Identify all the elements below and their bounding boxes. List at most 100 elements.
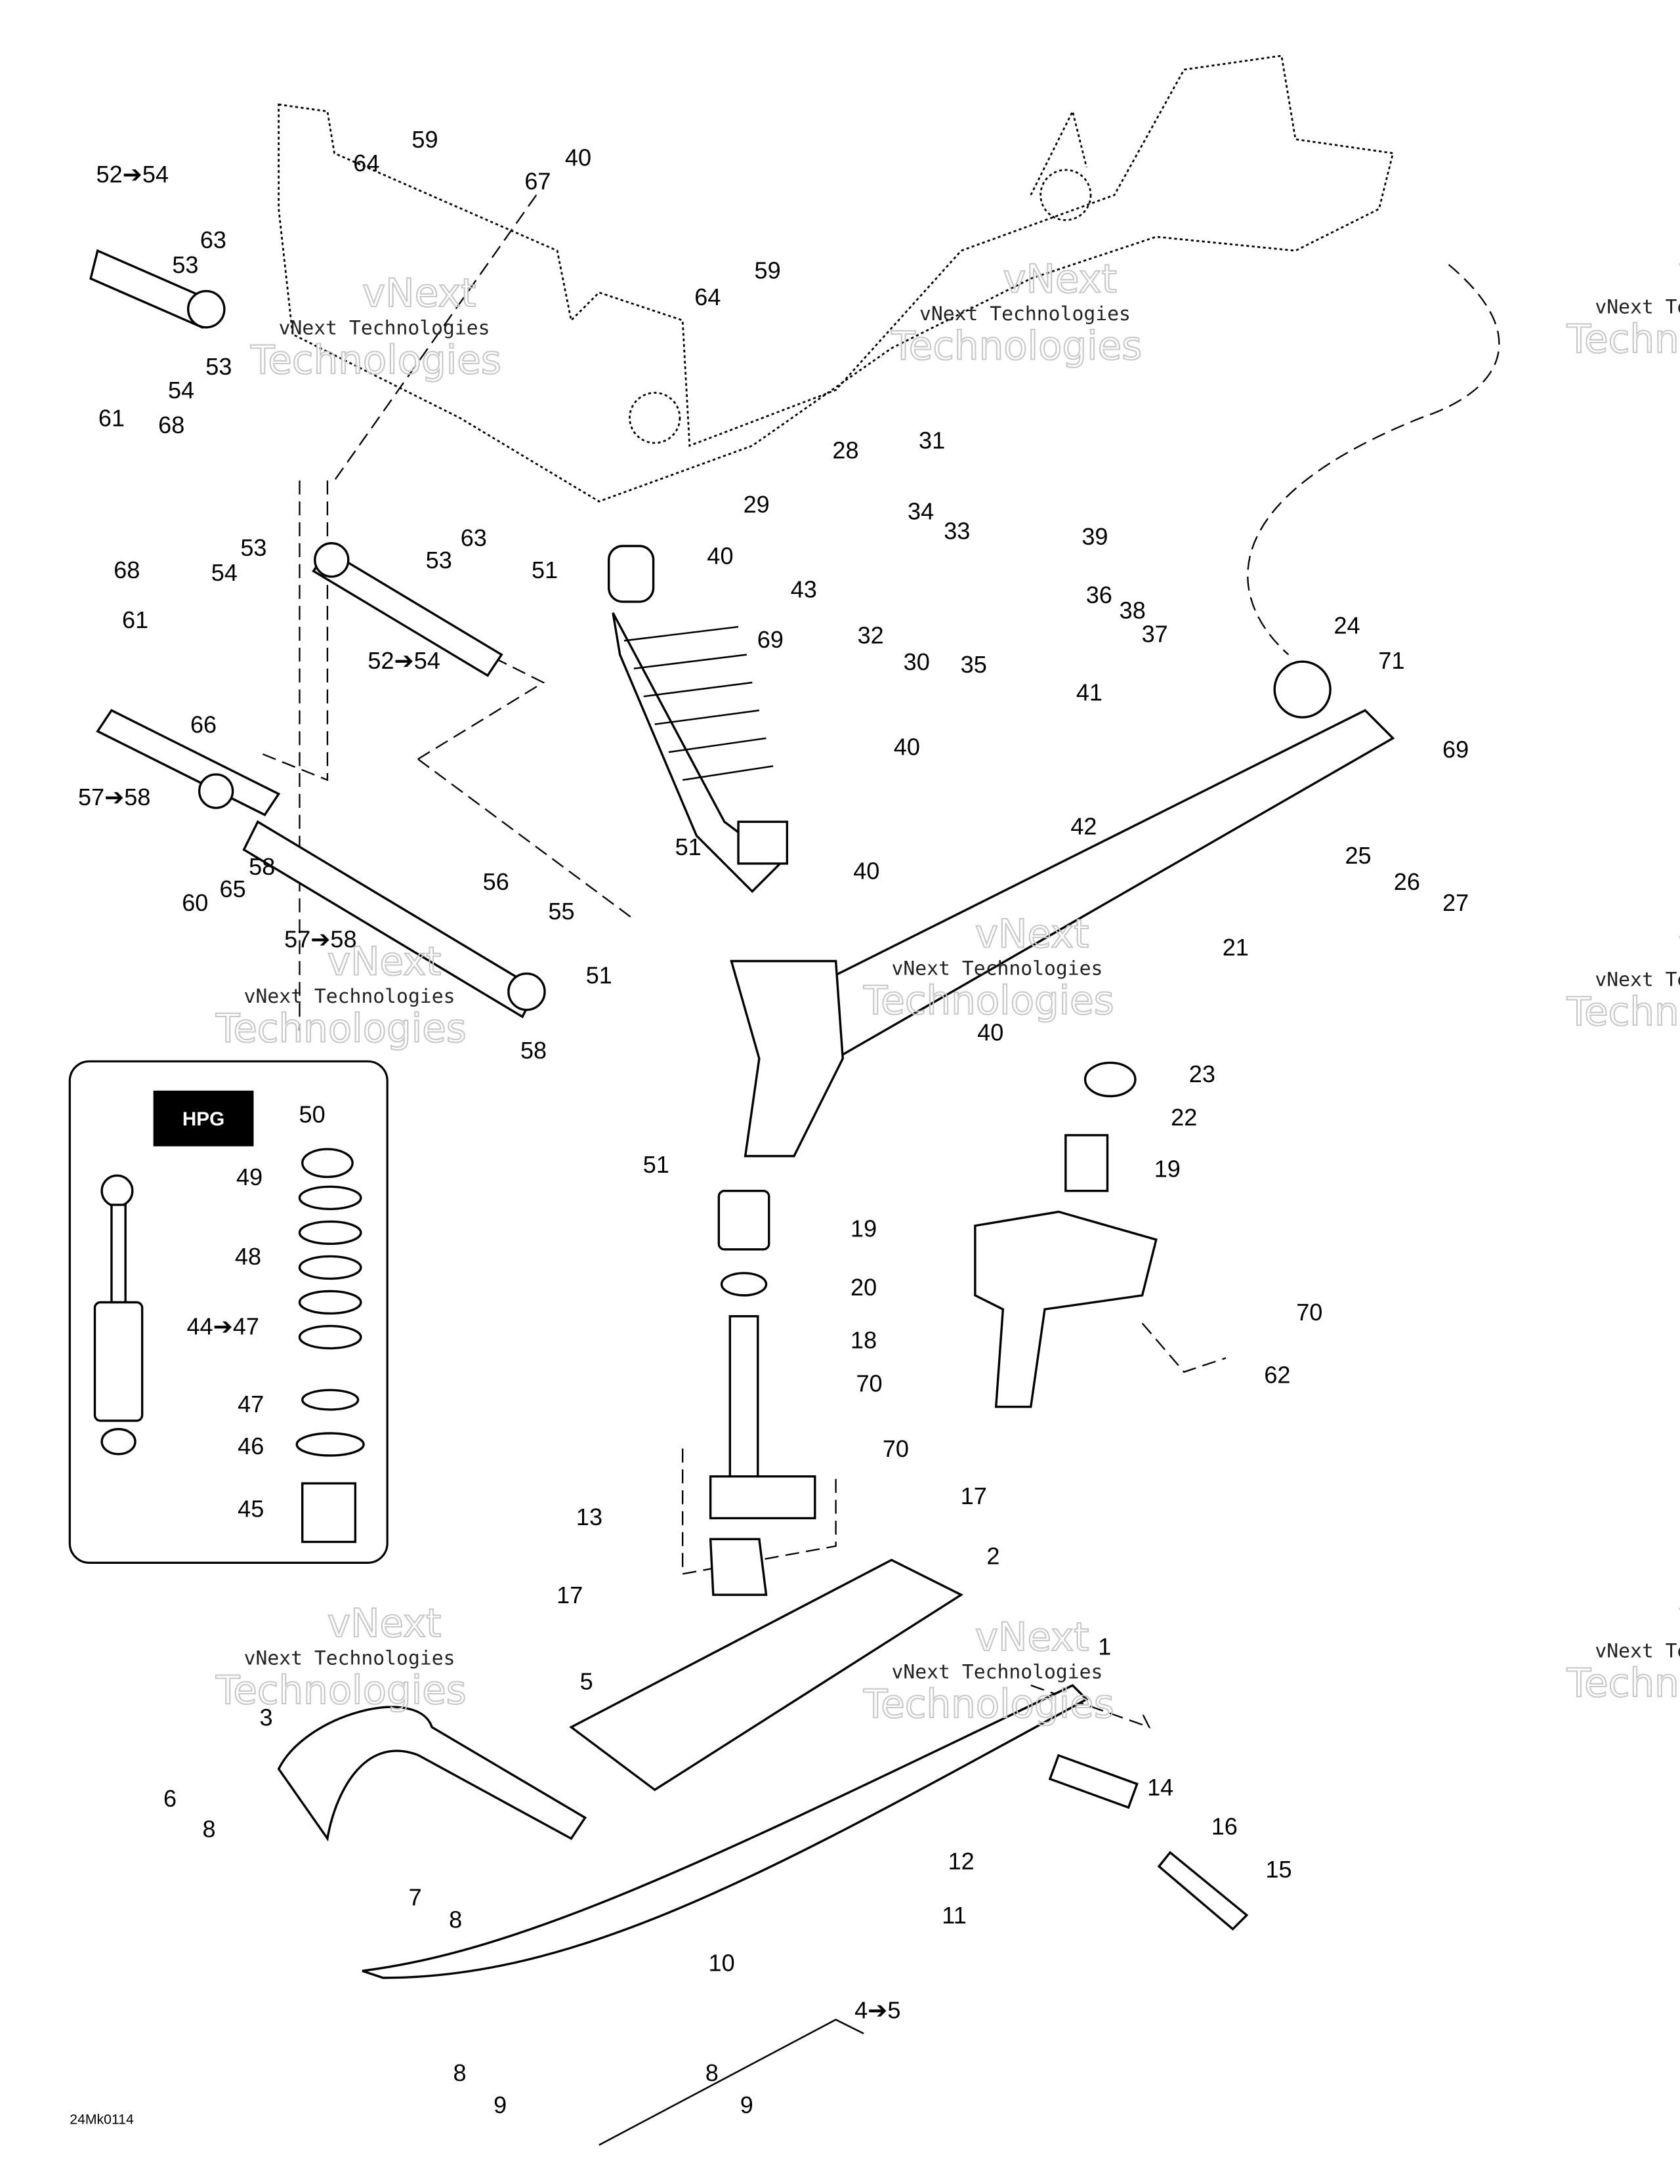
callout-label: 39 (1082, 523, 1108, 550)
callout-label: 64 (694, 284, 721, 310)
callout-label: 51 (675, 833, 702, 860)
callout-label: 54 (211, 559, 238, 586)
watermark-text: vNext Technologies (244, 1647, 455, 1670)
callout-label: 19 (1154, 1155, 1181, 1182)
spindle (709, 1189, 816, 1596)
callout-label: 15 (1266, 1856, 1292, 1883)
callout-label: 53 (426, 547, 452, 574)
callout-label: 31 (919, 427, 945, 453)
callout-label: 40 (853, 857, 879, 884)
callout-label: 50 (299, 1101, 326, 1128)
callout-label: 70 (883, 1435, 909, 1462)
callout-label: 64 (353, 150, 379, 177)
watermark-big: Technologies (1566, 317, 1680, 362)
watermark-text: vNext Technologies (892, 957, 1103, 980)
callout-label: 8 (705, 2059, 719, 2086)
callout-label: 2 (986, 1543, 999, 1570)
callout-label: 52➔54 (96, 161, 169, 188)
watermark-big: Technologies (1566, 1661, 1680, 1706)
callout-label: 10 (709, 1949, 735, 1976)
watermark-big: vNext (1679, 923, 1680, 968)
watermark-big: vNext (1003, 257, 1117, 303)
callout-label: 24 (1334, 612, 1360, 639)
callout-label: 61 (122, 606, 148, 633)
callout-label: 51 (532, 556, 558, 583)
watermark-big: Technologies (891, 324, 1143, 369)
callout-label: 12 (948, 1847, 975, 1874)
callout-label: 40 (977, 1018, 1003, 1045)
callout-label: 40 (894, 733, 920, 760)
callout-label: 17 (961, 1482, 987, 1509)
watermark-text: vNext Technologies (892, 1661, 1103, 1684)
callout-label: 63 (200, 226, 226, 253)
callout-label: 69 (757, 626, 784, 653)
watermark-big: vNext (362, 271, 476, 316)
callout-label: 42 (1070, 812, 1097, 839)
callout-label: 41 (1076, 679, 1102, 706)
callout-label: 51 (586, 961, 612, 988)
callout-label: 6 (163, 1785, 177, 1812)
watermark-big: vNext (975, 912, 1089, 957)
watermark-big: vNext (1679, 1594, 1680, 1639)
chassis-frame (278, 54, 1395, 503)
callout-label: 70 (856, 1370, 883, 1396)
callout-label: 54 (168, 377, 194, 404)
watermark-text: vNext Technologies (1595, 1640, 1680, 1663)
callout-label: 11 (942, 1902, 966, 1929)
callout-label: 22 (1171, 1104, 1197, 1131)
callout-label: 29 (744, 491, 770, 518)
callout-label: 34 (908, 498, 934, 525)
leader-lines (257, 194, 1500, 1729)
watermark-big: vNext (327, 940, 442, 985)
ski-leg-detail (974, 1061, 1158, 1408)
callout-label: 20 (850, 1274, 877, 1301)
callout-label: 58 (520, 1037, 547, 1064)
callout-label: 9 (494, 2091, 507, 2118)
callout-label: 25 (1345, 842, 1371, 869)
radius-rods (89, 249, 546, 1018)
spring-kit-inset: HPG (68, 1060, 388, 1564)
callout-label: 46 (238, 1433, 264, 1460)
callout-label: 69 (1442, 736, 1469, 763)
callout-label: 68 (158, 411, 184, 438)
watermark-big: Technologies (215, 1007, 467, 1052)
watermark-big: vNext (975, 1615, 1089, 1660)
callout-label: 56 (483, 868, 509, 895)
callout-label: 8 (202, 1816, 215, 1843)
callout-label: 26 (1394, 868, 1420, 895)
callout-label: 59 (411, 126, 438, 153)
callout-label: 53 (240, 534, 266, 561)
callout-label: 43 (791, 576, 817, 603)
callout-label: 49 (236, 1164, 262, 1190)
watermark-big: vNext (1679, 250, 1680, 295)
callout-label: 14 (1147, 1774, 1173, 1801)
callout-label: 53 (172, 251, 198, 278)
callout-label: 1 (1098, 1633, 1111, 1660)
callout-label: 45 (238, 1495, 264, 1522)
callout-label: 65 (220, 875, 246, 902)
watermark-big: Technologies (863, 1682, 1114, 1727)
watermark-text: vNext Technologies (244, 985, 455, 1008)
callout-label: 44➔47 (187, 1312, 260, 1339)
callout-label: 59 (755, 257, 781, 284)
callout-label: 27 (1442, 889, 1469, 916)
callout-label: 47 (238, 1391, 264, 1418)
callout-label: 9 (740, 2091, 753, 2118)
callout-label: 13 (576, 1503, 602, 1530)
callout-label: 16 (1211, 1813, 1238, 1839)
callout-label: 70 (1296, 1299, 1322, 1326)
watermark-text: vNext Technologies (919, 303, 1131, 326)
callout-label: 17 (556, 1582, 583, 1608)
callout-label: 35 (961, 651, 987, 678)
shock-absorber (607, 545, 789, 893)
drawing-code: 24Mk0114 (70, 2112, 134, 2128)
callout-label: 8 (453, 2059, 467, 2086)
callout-label: 30 (904, 648, 930, 675)
callout-label: 66 (190, 711, 217, 738)
callout-label: 62 (1264, 1362, 1290, 1389)
callout-label: 55 (548, 898, 574, 925)
callout-label: 67 (524, 168, 551, 195)
